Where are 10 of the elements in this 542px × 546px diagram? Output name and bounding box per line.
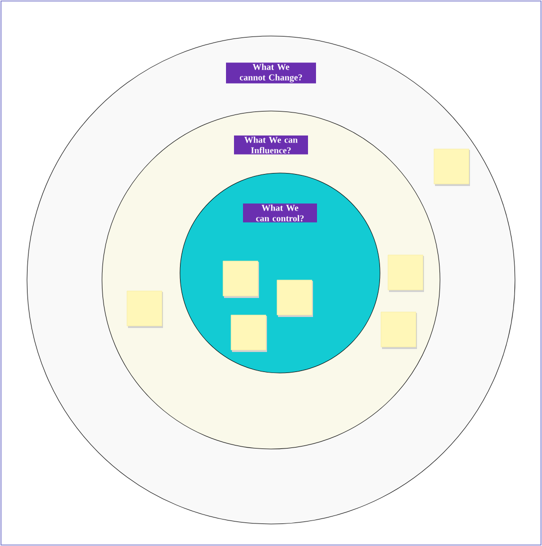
sticky-note — [380, 312, 417, 349]
circle-heading: What We cannot Change? — [226, 62, 316, 84]
circle-heading: What We can control? — [243, 204, 317, 222]
sticky-note — [276, 280, 313, 317]
sticky-note — [126, 290, 163, 328]
circle-heading: What We can Influence? — [234, 136, 308, 154]
sticky-note — [230, 314, 267, 352]
sticky-note — [434, 148, 470, 186]
sticky-note — [388, 254, 424, 292]
sticky-note — [222, 260, 259, 298]
